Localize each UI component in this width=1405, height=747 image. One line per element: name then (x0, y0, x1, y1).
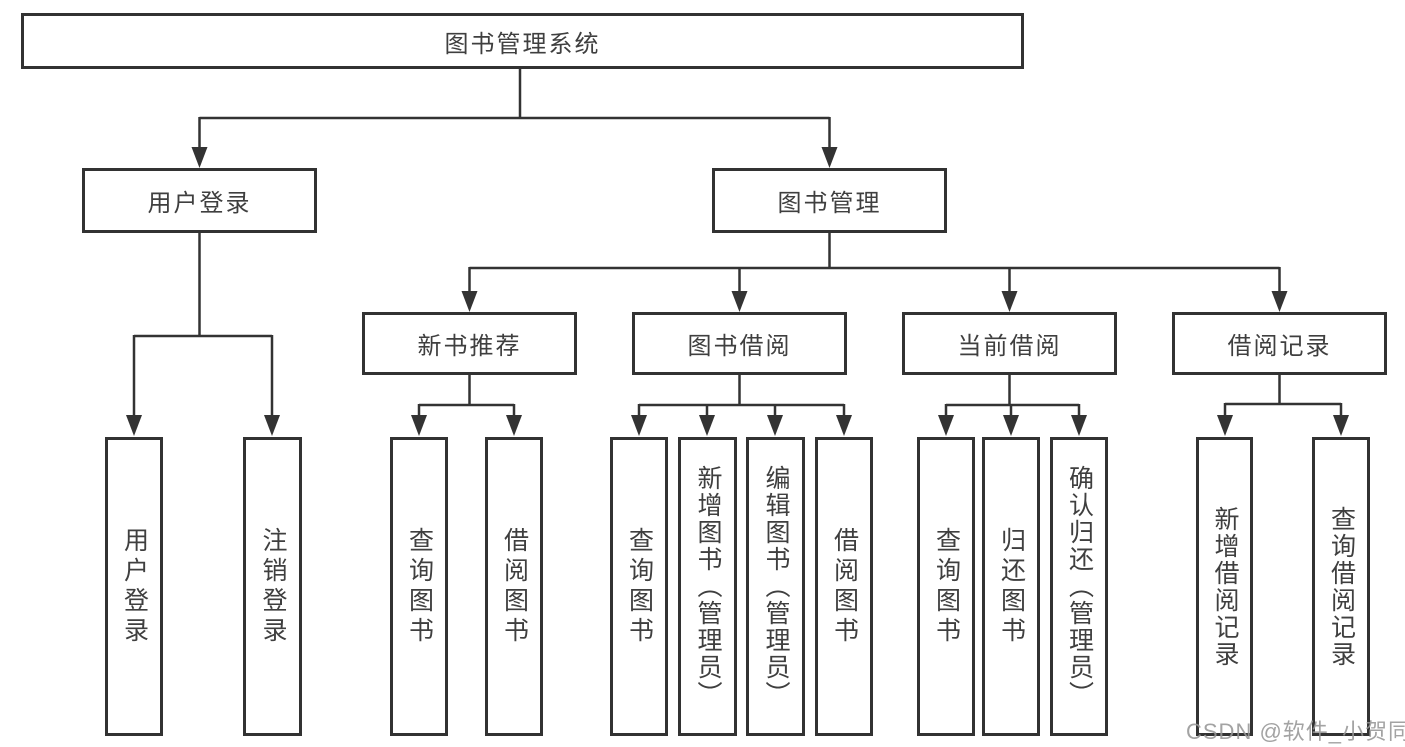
leaf-query-books-borrow: 查询图书 (610, 437, 668, 736)
node-label: 图书管理系统 (444, 30, 601, 58)
leaf-user-login: 用户登录 (105, 437, 163, 736)
leaf-query-books-current: 查询图书 (917, 437, 975, 736)
leaf-query-books-recommend: 查询图书 (390, 437, 448, 736)
leaf-label: 查询借阅记录 (1327, 505, 1356, 668)
leaf-label: 查询图书 (932, 526, 961, 647)
node-book-management: 图书管理 (712, 168, 947, 233)
leaf-label: 注销登录 (259, 526, 287, 647)
node-label: 图书管理 (777, 190, 882, 217)
leaf-label: 借阅图书 (500, 526, 529, 647)
csdn-watermark: CSDN @软件_小贺同学 (1186, 719, 1405, 744)
node-label: 图书借阅 (687, 333, 792, 360)
node-label: 当前借阅 (957, 333, 1062, 360)
node-new-book-recommend: 新书推荐 (362, 312, 577, 375)
node-current-borrow: 当前借阅 (902, 312, 1117, 375)
leaf-borrow-books: 借阅图书 (815, 437, 873, 736)
leaf-label: 归还图书 (997, 526, 1026, 647)
leaf-label: 编辑图书（管理员） (762, 465, 790, 708)
leaf-label: 确认归还（管理员） (1065, 465, 1094, 708)
leaf-label: 用户登录 (120, 526, 149, 647)
leaf-label: 新增借阅记录 (1211, 505, 1239, 668)
leaf-return-books: 归还图书 (982, 437, 1040, 736)
leaf-label: 查询图书 (625, 526, 654, 647)
node-label: 用户登录 (147, 190, 252, 217)
leaf-label: 借阅图书 (830, 526, 859, 647)
leaf-add-borrow-record: 新增借阅记录 (1196, 437, 1253, 736)
leaf-query-borrow-record: 查询借阅记录 (1312, 437, 1370, 736)
node-label: 新书推荐 (417, 333, 522, 360)
node-label: 借阅记录 (1227, 333, 1332, 360)
node-book-borrow: 图书借阅 (632, 312, 847, 375)
leaf-logout: 注销登录 (243, 437, 302, 736)
leaf-label: 新增图书（管理员） (694, 465, 722, 708)
node-library-management-system: 图书管理系统 (21, 13, 1024, 69)
leaf-add-books-admin: 新增图书（管理员） (678, 437, 737, 736)
leaf-confirm-return-admin: 确认归还（管理员） (1050, 437, 1108, 736)
node-borrow-records: 借阅记录 (1172, 312, 1387, 375)
leaf-edit-books-admin: 编辑图书（管理员） (746, 437, 805, 736)
node-user-login: 用户登录 (82, 168, 317, 233)
leaf-label: 查询图书 (405, 526, 434, 647)
leaf-borrow-books-recommend: 借阅图书 (485, 437, 543, 736)
connector-arrowheads (126, 147, 1349, 436)
